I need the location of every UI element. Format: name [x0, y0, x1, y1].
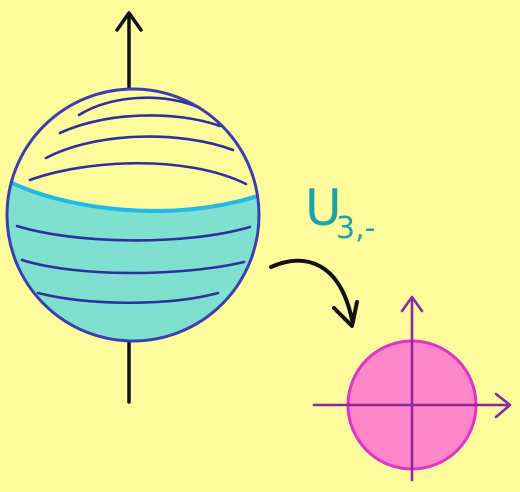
- latitude-line: [15, 224, 252, 242]
- arrow-right-icon: [494, 392, 512, 419]
- arrow-up-icon: [400, 295, 424, 313]
- latitude-line: [28, 161, 248, 186]
- disk-axes: [312, 295, 512, 482]
- latitude-line: [77, 96, 202, 117]
- arrow-up-icon: [115, 11, 143, 32]
- sphere: [5, 87, 261, 343]
- latitude-lines: [15, 96, 252, 305]
- operator-symbol: U: [305, 179, 342, 237]
- latitude-line: [20, 258, 246, 275]
- latitude-line: [58, 114, 222, 135]
- latitude-line: [36, 291, 220, 305]
- mapping-arrow-head: [332, 300, 359, 328]
- operator-subscript: 3,-: [336, 211, 375, 246]
- sphere-axis: [115, 11, 143, 404]
- disk-diagram: [312, 295, 512, 482]
- shaded-hemisphere: [7, 176, 259, 341]
- operator-label: U 3,-: [305, 179, 375, 246]
- curved-arrow-icon: [269, 258, 359, 328]
- latitude-line: [44, 135, 235, 160]
- hemisphere-boundary: [7, 178, 259, 213]
- mapping-arrow-shaft: [269, 258, 354, 322]
- sphere-outline: [5, 87, 261, 343]
